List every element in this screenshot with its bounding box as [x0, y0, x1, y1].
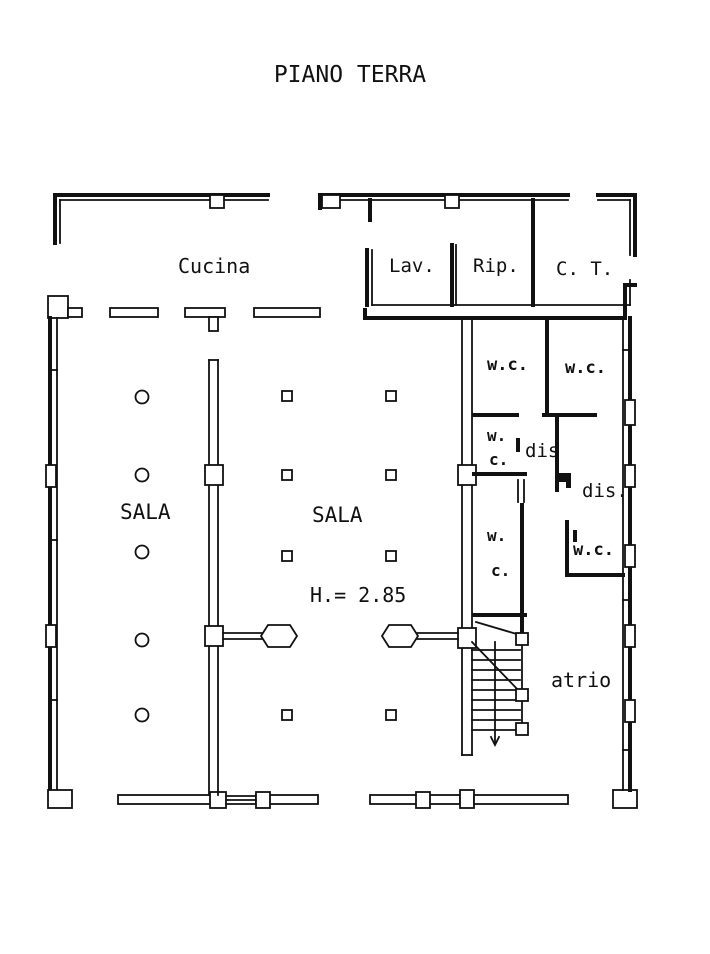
exterior-wall-left	[45, 316, 73, 809]
plan-title: PIANO TERRA	[273, 62, 427, 88]
room-label-wc-3a: w.	[487, 426, 507, 445]
staircase	[470, 620, 529, 748]
room-label-wc-1: w.c.	[487, 355, 528, 375]
room-label-lav: Lav.	[389, 255, 435, 277]
exterior-wall-top-left	[53, 193, 270, 245]
exterior-wall-top-right	[318, 193, 637, 257]
room-label-rip: Rip.	[473, 255, 519, 277]
sala-partition-wall	[204, 359, 299, 796]
room-label-dis-2: dis.	[582, 480, 628, 502]
room-label-atrio: atrio	[551, 668, 612, 692]
room-label-cucina: Cucina	[178, 254, 251, 278]
room-label-wc-5: w.c.	[573, 540, 614, 560]
round-columns	[134, 389, 150, 723]
room-label-ct: C. T.	[556, 258, 614, 280]
exterior-wall-bottom	[117, 789, 638, 809]
wc-block-partition-wall	[380, 317, 477, 756]
room-label-sala-center: SALA	[312, 503, 363, 527]
exterior-wall-right	[622, 316, 636, 792]
room-label-wc-4a: w.	[487, 526, 507, 545]
room-label-sala-left: SALA	[120, 500, 171, 524]
room-label-wc-2: w.c.	[565, 358, 606, 378]
room-label-dis-1: dis	[525, 440, 560, 462]
kitchen-sala-wall	[47, 295, 321, 332]
room-label-wc-4b: c.	[491, 561, 511, 580]
ceiling-height-label: H.= 2.85	[310, 583, 407, 607]
room-label-wc-3b: c.	[489, 450, 509, 469]
square-columns	[281, 390, 397, 721]
wc-block-interior-walls	[472, 316, 625, 637]
service-rooms-walls	[363, 198, 637, 320]
